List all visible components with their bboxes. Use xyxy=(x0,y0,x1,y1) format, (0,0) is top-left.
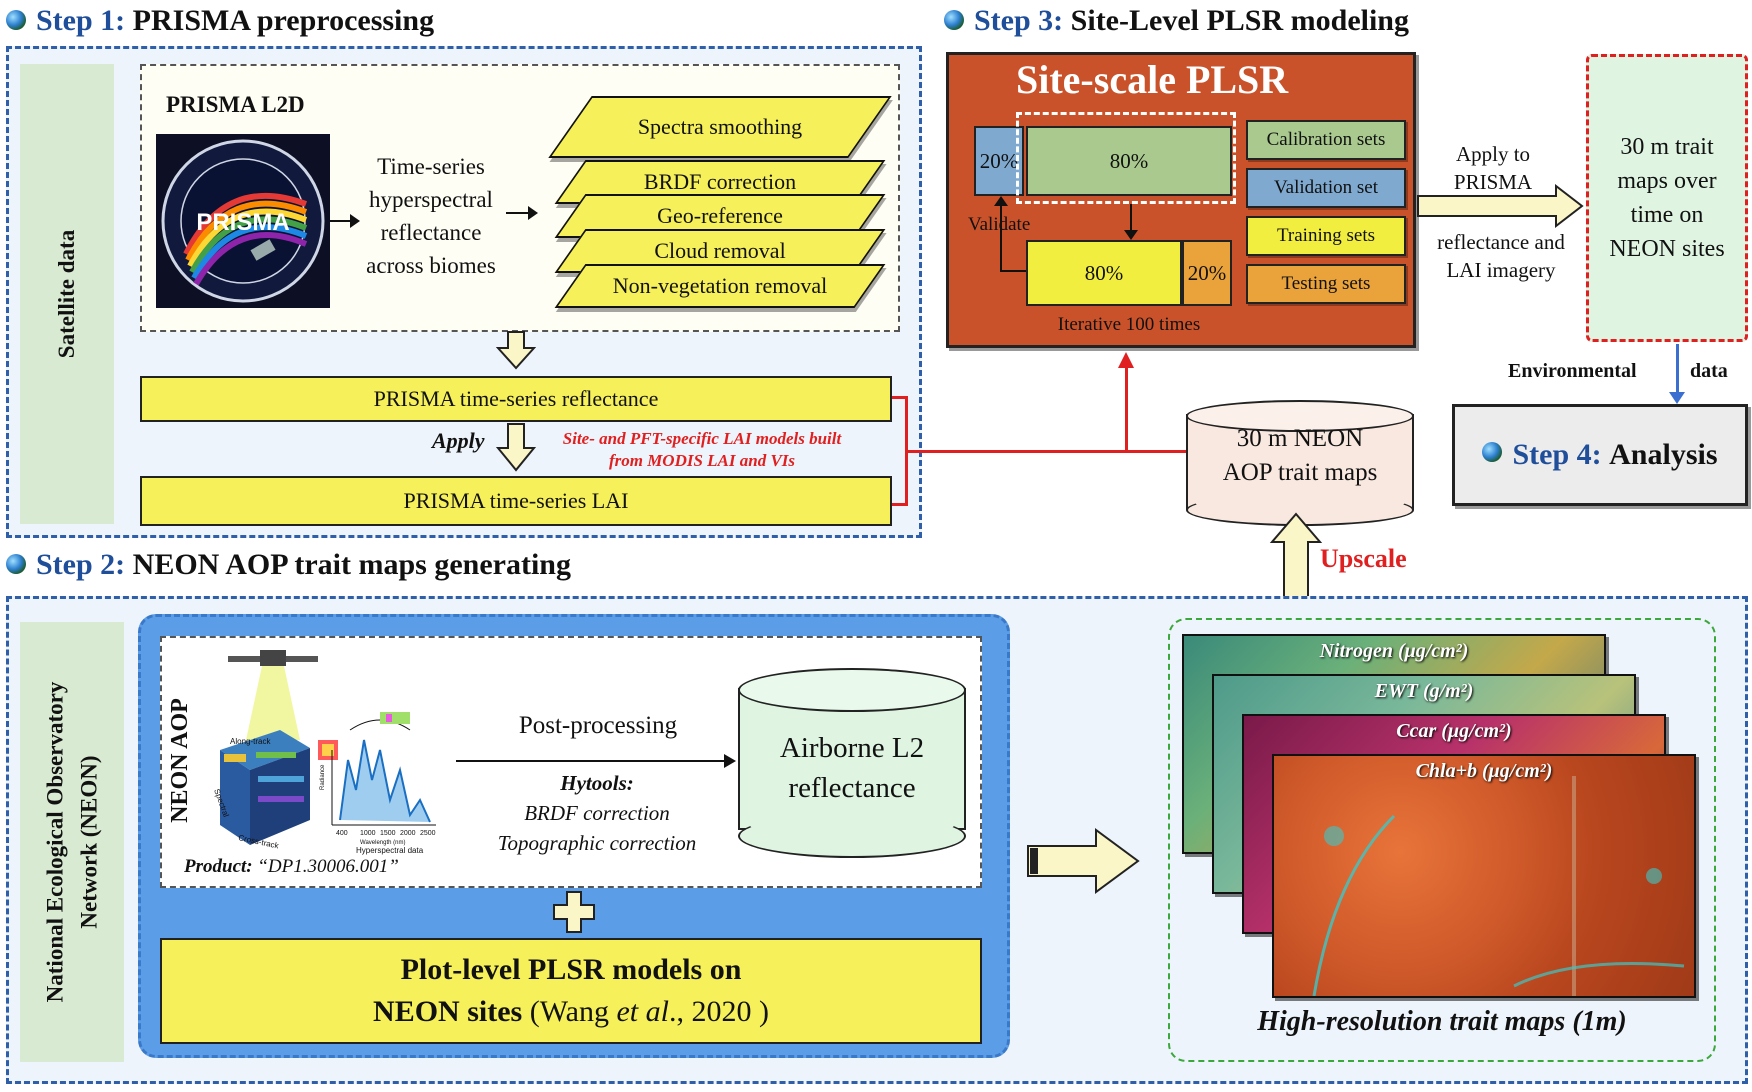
neon-sidebar-label: National Ecological Observatory Network … xyxy=(42,681,101,1003)
apply-prisma-bottom: reflectance and LAI imagery xyxy=(1437,230,1565,282)
hyperspectral-data-label: Hyperspectral data xyxy=(356,846,424,855)
hr-maps-caption: High-resolution trait maps (1m) xyxy=(1257,1006,1627,1037)
arrow-desc-to-steps xyxy=(506,212,530,214)
svg-text:2000: 2000 xyxy=(400,830,416,837)
red-connector-line xyxy=(908,450,1186,453)
upscale-label: Upscale xyxy=(1320,544,1407,573)
neon-aop-label: NEON AOP xyxy=(166,697,193,823)
step4-box: Step 4: Analysis xyxy=(1452,404,1748,506)
plsr-title: Site-scale PLSR xyxy=(1016,57,1289,102)
validate-line-h xyxy=(1000,270,1026,272)
prisma-description: Time-series hyperspectral reflectance ac… xyxy=(366,154,496,278)
radiance-label: Radiance xyxy=(320,764,326,790)
down-arrow-icon xyxy=(496,331,536,370)
arrow-logo-to-desc xyxy=(330,220,354,222)
svg-text:1000: 1000 xyxy=(360,830,376,837)
wavelength-label: Wavelength (nm) xyxy=(360,840,405,846)
red-up-line xyxy=(1125,368,1128,452)
prisma-ts-lai: PRISMA time-series LAI xyxy=(140,476,892,526)
env-data-right: data xyxy=(1690,360,1728,382)
right-arrow-icon xyxy=(1027,828,1140,894)
hytools-block: Hytools: BRDF correction Topographic cor… xyxy=(497,771,697,855)
down-arrow-icon xyxy=(496,423,536,472)
arrow-head-icon xyxy=(528,206,538,220)
validate-line xyxy=(1000,200,1002,272)
arrow-head-icon xyxy=(724,754,736,768)
globe-icon xyxy=(6,10,26,31)
arrow-head-icon xyxy=(994,196,1008,206)
trait-maps-box: 30 m trait maps over time on NEON sites xyxy=(1586,54,1748,342)
product-line: Product: “DP1.30006.001” xyxy=(184,856,399,877)
validate-label: Validate xyxy=(968,214,1030,236)
along-track-label: Along-track xyxy=(230,737,271,746)
step2-title: Step 2: NEON AOP trait maps generating xyxy=(6,548,571,582)
step-spectra-smoothing: Spectra smoothing xyxy=(548,96,892,158)
testing-pct: 20% xyxy=(1182,240,1232,306)
plot-level-plsr-box: Plot-level PLSR models on NEON sites (Wa… xyxy=(160,938,982,1044)
red-bracket xyxy=(892,396,908,506)
globe-icon xyxy=(944,10,964,31)
neon-aop-cylinder: 30 m NEON AOP trait maps xyxy=(1186,400,1414,526)
step-geo-reference: Geo-reference xyxy=(554,194,886,238)
svg-text:2500: 2500 xyxy=(420,830,436,837)
arrow-head-icon xyxy=(350,214,360,228)
right-arrow-icon xyxy=(1417,184,1584,228)
legend-validation: Validation set xyxy=(1246,168,1406,208)
prisma-logo-text: PRISMA xyxy=(196,209,289,236)
map-chla-b: Chla+b (μg/cm²) xyxy=(1272,754,1696,998)
plus-icon xyxy=(553,891,595,933)
calibration-dashed-outline xyxy=(1016,112,1236,204)
hyperspectral-cube-graphic: Along-track Cross-track Spectral 400 100… xyxy=(212,650,436,855)
globe-icon xyxy=(1482,442,1503,462)
prisma-logo-graphic: PRISMA xyxy=(161,139,325,303)
lai-model-note: Site- and PFT-specific LAI models built … xyxy=(562,429,842,470)
map-texture xyxy=(1312,776,1685,996)
legend-training: Training sets xyxy=(1246,216,1406,256)
post-processing-title: Post-processing xyxy=(518,712,678,739)
calibration-pct: 80% xyxy=(1026,126,1232,196)
prisma-l2d-label: PRISMA L2D xyxy=(166,92,305,117)
trait-maps-container xyxy=(1168,618,1716,1062)
red-arrow-head-icon xyxy=(1118,352,1134,368)
apply-prisma-top: Apply to PRISMA xyxy=(1453,142,1533,194)
env-data-left: Environmental xyxy=(1508,360,1637,382)
airborne-l2-cylinder: Airborne L2 reflectance xyxy=(738,668,966,858)
svg-text:400: 400 xyxy=(336,830,348,837)
step-brdf-correction: BRDF correction xyxy=(554,160,886,204)
step-non-vegetation-removal: Non-vegetation removal xyxy=(554,264,886,308)
step3-title: Step 3: Site-Level PLSR modeling xyxy=(944,4,1409,38)
env-arrow-line xyxy=(1676,344,1679,394)
apply-label: Apply xyxy=(432,428,485,453)
legend-calibration: Calibration sets xyxy=(1246,120,1406,160)
post-processing-arrow xyxy=(456,760,726,762)
plot-level-line2: NEON sites (Wang et al., 2020 ) xyxy=(373,995,769,1028)
cal-to-train-line xyxy=(1130,204,1132,234)
blue-arrow-head-icon xyxy=(1669,392,1685,404)
step1-title: Step 1: PRISMA preprocessing xyxy=(6,4,434,38)
validation-pct: 20% xyxy=(974,126,1024,196)
neon-sidebar: National Ecological Observatory Network … xyxy=(20,622,124,1062)
legend-testing: Testing sets xyxy=(1246,264,1406,304)
training-pct: 80% xyxy=(1026,240,1182,306)
iteration-label: Iterative 100 times xyxy=(1057,314,1201,335)
step-cloud-removal: Cloud removal xyxy=(554,229,886,273)
svg-text:1500: 1500 xyxy=(380,830,396,837)
prisma-ts-reflectance: PRISMA time-series reflectance xyxy=(140,376,892,422)
globe-icon xyxy=(6,554,26,575)
prisma-logo: PRISMA xyxy=(156,134,330,308)
arrow-head-icon xyxy=(1124,230,1138,240)
satellite-data-sidebar: Satellite data xyxy=(20,64,114,524)
